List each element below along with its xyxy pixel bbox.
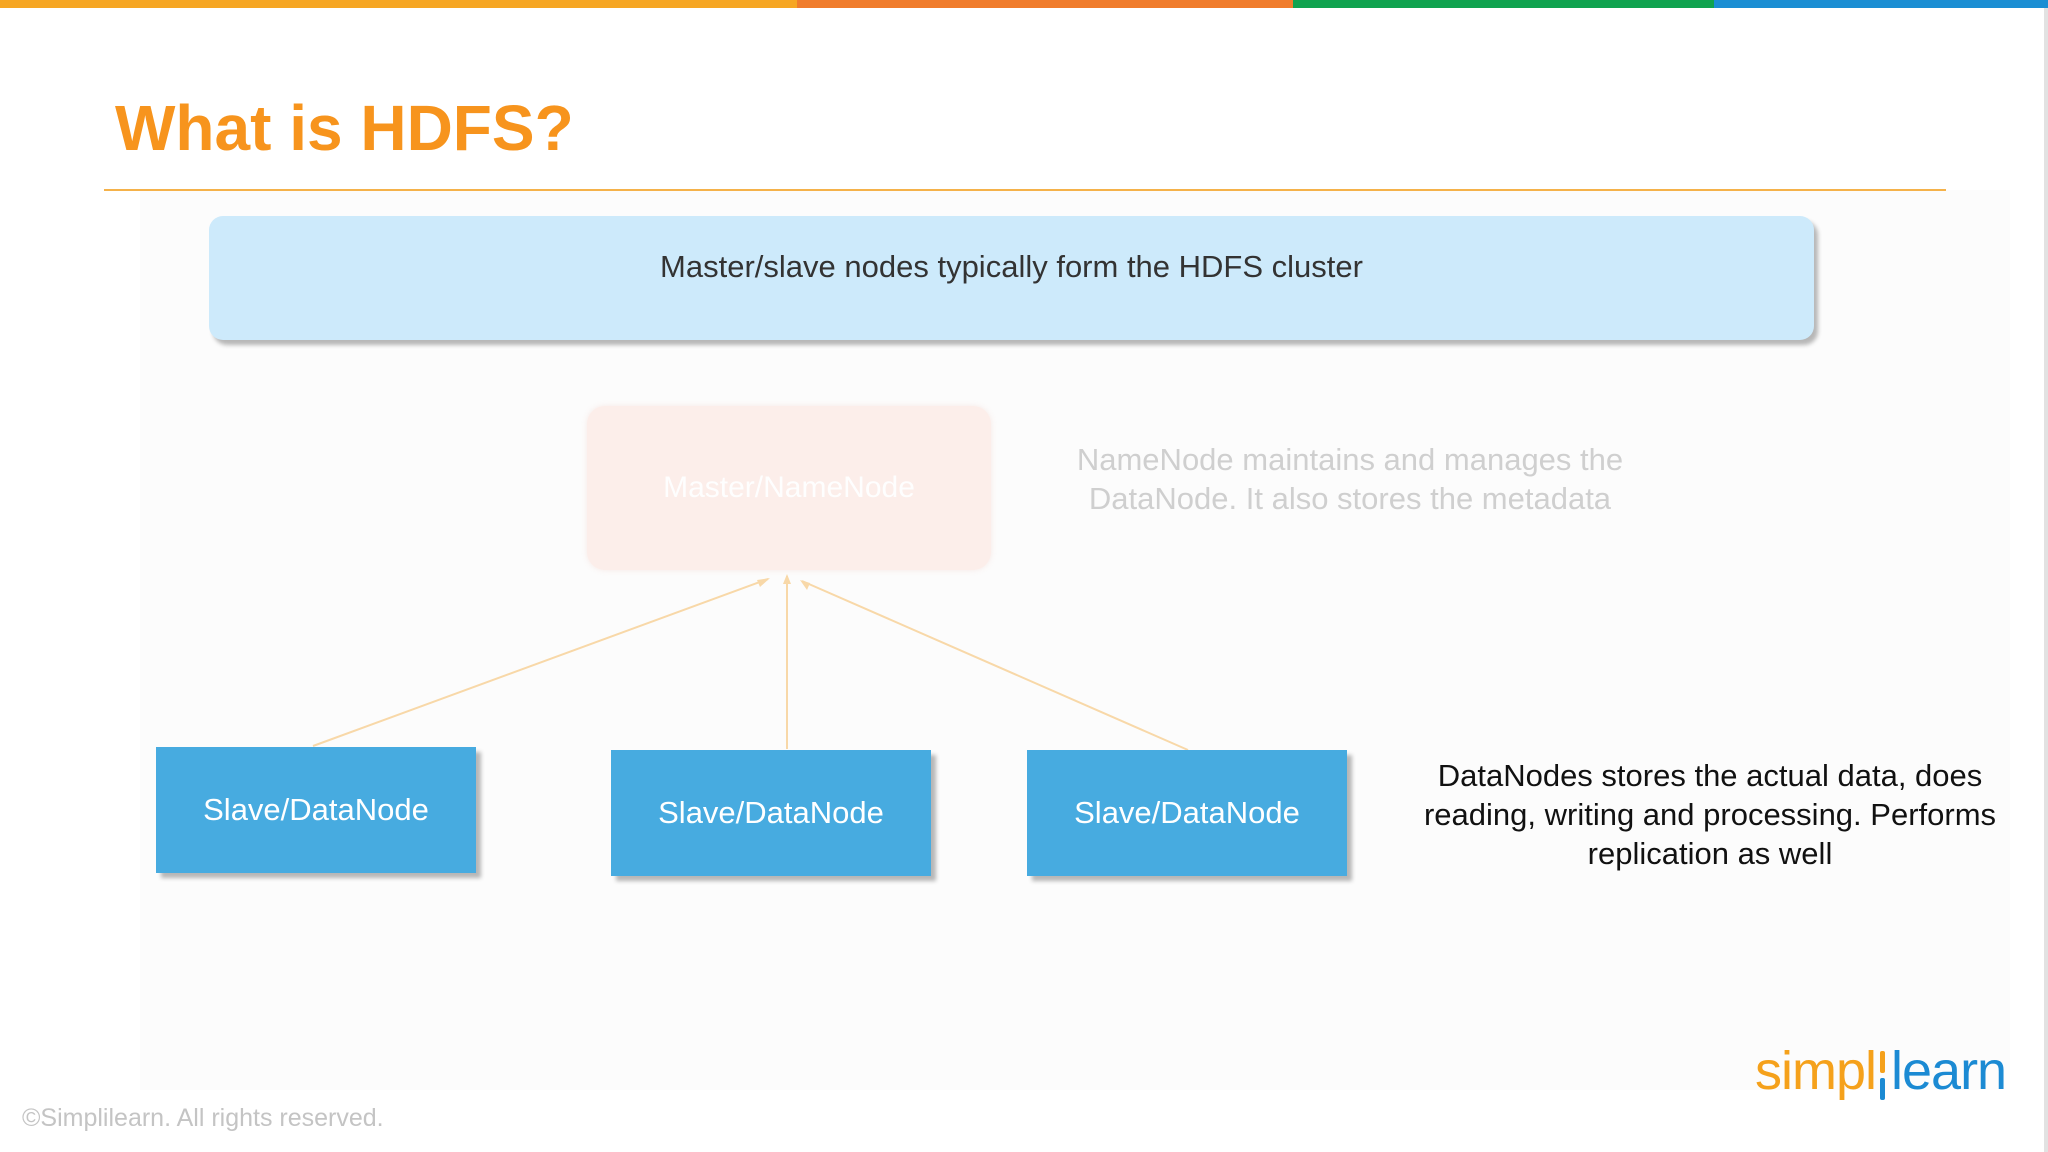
master-namenode-box: Master/NameNode xyxy=(587,406,991,570)
arrow-middle-head xyxy=(783,574,791,584)
slave-datanode-box-3: Slave/DataNode xyxy=(1027,750,1347,876)
banner-text: Master/slave nodes typically form the HD… xyxy=(660,249,1363,284)
master-namenode-label: Master/NameNode xyxy=(663,471,915,504)
slave-datanode-label: Slave/DataNode xyxy=(203,792,429,827)
logo-text-left: simpl xyxy=(1755,1041,1877,1101)
arrow-left-head xyxy=(757,578,770,587)
arrow-right-head xyxy=(800,580,810,590)
top-stripe-dark-orange xyxy=(797,0,1293,8)
slave-datanode-box-1: Slave/DataNode xyxy=(156,747,476,873)
title-divider xyxy=(104,189,1946,191)
copyright-notice: ©Simplilearn. All rights reserved. xyxy=(22,1104,384,1132)
slave-datanode-box-2: Slave/DataNode xyxy=(611,750,931,876)
slave-datanode-label: Slave/DataNode xyxy=(1074,795,1300,830)
content-area xyxy=(140,190,2010,1090)
page-title: What is HDFS? xyxy=(115,92,574,164)
top-stripe-blue xyxy=(1714,0,2048,8)
top-stripe-green xyxy=(1293,0,1714,8)
logo-separator xyxy=(1880,1051,1886,1101)
slide-right-edge xyxy=(2044,8,2048,1152)
arrow-right xyxy=(801,580,1189,751)
datanode-description: DataNodes stores the actual data, does r… xyxy=(1423,758,1997,871)
top-stripe-orange xyxy=(0,0,797,8)
logo-text-right: learn xyxy=(1891,1041,2007,1101)
slave-datanode-label: Slave/DataNode xyxy=(658,795,884,830)
namenode-description: NameNode maintains and manages the DataN… xyxy=(1076,442,1624,516)
summary-banner: Master/slave nodes typically form the HD… xyxy=(209,216,1814,340)
arrow-left xyxy=(312,578,769,747)
